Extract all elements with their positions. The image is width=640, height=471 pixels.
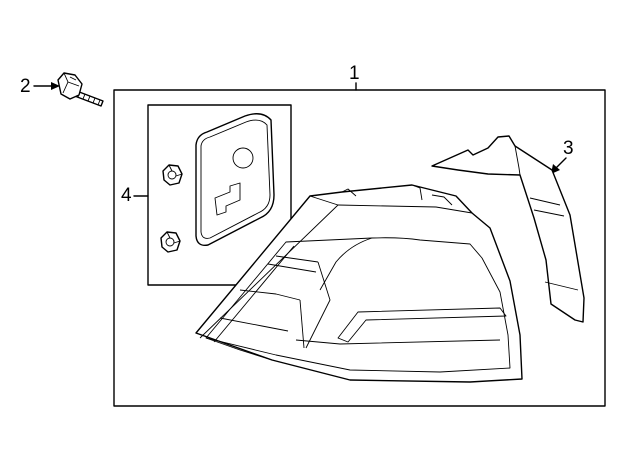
- mounting-bracket-icon: [195, 113, 275, 246]
- gasket-seal-icon: [431, 135, 585, 323]
- assembly-frame: [113, 89, 606, 407]
- callout-3-leader: [555, 157, 567, 169]
- bolt-icon: [57, 72, 104, 107]
- callout-4-label: 4: [121, 185, 132, 206]
- tail-lamp-housing: [195, 184, 523, 383]
- hex-nut-icon: [160, 231, 181, 253]
- callout-3-label: 3: [563, 138, 574, 159]
- callout-2-arrowhead: [51, 82, 60, 90]
- hex-nut-icon: [162, 164, 183, 186]
- bracket-kit-box: [147, 104, 292, 286]
- callout-1-label: 1: [349, 63, 360, 84]
- callout-2-label: 2: [20, 76, 31, 97]
